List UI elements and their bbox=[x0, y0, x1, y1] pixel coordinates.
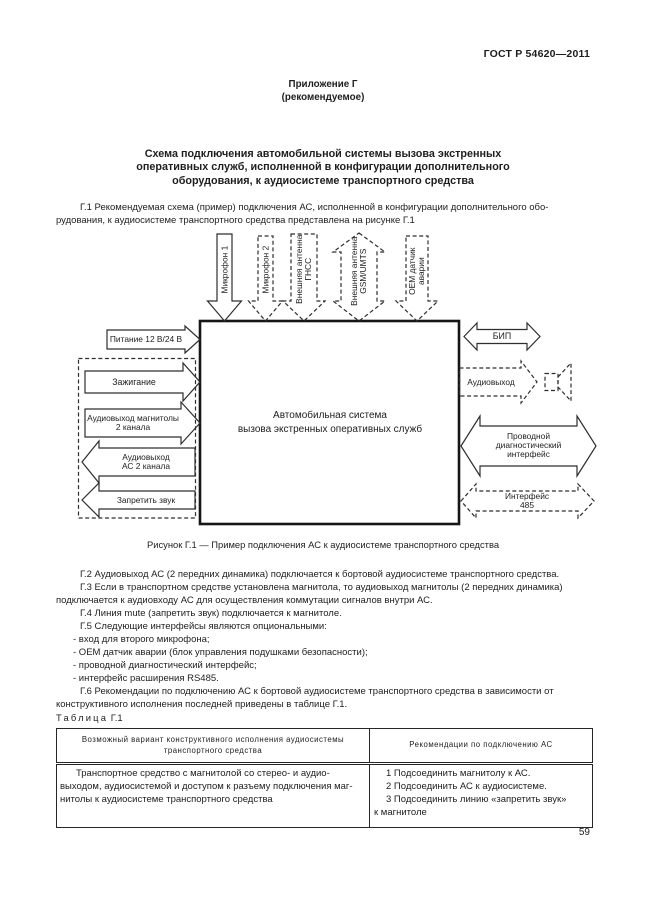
table-label: Таблица Г.1 bbox=[56, 712, 123, 723]
page-number: 59 bbox=[578, 827, 590, 838]
body-text: Г.2 Аудиовыход АС (2 передних динамика) … bbox=[56, 568, 596, 711]
list-item-oem: - ОЕМ датчик аварии (блок управления под… bbox=[73, 647, 368, 658]
mic1-label: Микрофон 1 bbox=[218, 245, 229, 294]
table-g1: Возможный вариант конструктивного исполн… bbox=[56, 728, 593, 828]
table-label-number: Г.1 bbox=[110, 712, 123, 723]
recommendation-3-continued: к магнитоле bbox=[374, 806, 427, 818]
arrow-mic1 bbox=[206, 233, 243, 322]
arrow-audio-out bbox=[458, 359, 538, 405]
list-item-diag: - проводной диагностический интерфейс; bbox=[73, 660, 257, 671]
arrow-ignition bbox=[84, 361, 201, 403]
paragraph-g1: Г.1 Рекомендуемая схема (пример) подключ… bbox=[56, 202, 549, 226]
paragraph-g2: Г.2 Аудиовыход АС (2 передних динамика) … bbox=[80, 569, 560, 580]
radio-audio-out-label: Аудиовыход магнитолы 2 канала bbox=[87, 413, 179, 433]
table-cell-recommendations: 1 Подсоединить магнитолу к АС. 2 Подсоед… bbox=[369, 763, 593, 828]
table-label-word: Таблица bbox=[56, 712, 109, 723]
ac-audio-out-label: Аудиовыход АС 2 канала bbox=[121, 452, 171, 472]
recommendation-1: 1 Подсоединить магнитолу к АС. bbox=[386, 768, 531, 779]
gnss-antenna-label: Внешняя антенна ГНСС bbox=[293, 234, 313, 304]
arrow-gnss-antenna bbox=[281, 233, 327, 322]
arrow-mic2 bbox=[247, 235, 284, 322]
table-header-recommendations: Рекомендации по подключению АС bbox=[369, 728, 593, 765]
paragraph-g6: Г.6 Рекомендации по подключению АС к бор… bbox=[56, 686, 554, 710]
paragraph-g3: Г.3 Если в транспортном средстве установ… bbox=[56, 582, 563, 606]
table-header-variant: Возможный вариант конструктивного исполн… bbox=[56, 728, 370, 765]
mic2-label: Микрофон 2 bbox=[259, 245, 270, 294]
list-item-rs485: - интерфейс расширения RS485. bbox=[73, 673, 219, 684]
recommendation-3: 3 Подсоединить линию «запретить звук» bbox=[386, 793, 567, 805]
mute-label: Запретить звук bbox=[116, 494, 176, 505]
arrow-rs485-interface bbox=[460, 482, 595, 520]
appendix-note: (рекомендуемое) bbox=[281, 92, 365, 103]
arrow-diagnostic-interface bbox=[460, 413, 597, 479]
main-system-label: Автомобильная система вызова экстренных … bbox=[237, 410, 423, 435]
arrow-radio-audio-out bbox=[84, 400, 201, 446]
figure-g1: Автомобильная система вызова экстренных … bbox=[0, 230, 646, 536]
ignition-label: Зажигание bbox=[112, 376, 156, 387]
rs485-interface-label: Интерфейс 485 bbox=[504, 491, 550, 511]
oem-sensor-label: ОЕМ датчик аварии bbox=[406, 247, 426, 295]
power-label: Питание 12 В/24 В bbox=[109, 334, 183, 344]
list-item-mic2: - вход для второго микрофона; bbox=[73, 634, 210, 645]
section-title: Схема подключения автомобильной системы … bbox=[136, 148, 510, 187]
recommendation-2: 2 Подсоединить АС к аудиосистеме. bbox=[386, 780, 547, 792]
diagnostic-interface-label: Проводной диагностический интерфейс bbox=[495, 431, 562, 460]
table-row: Транспортное средство с магнитолой со ст… bbox=[56, 763, 593, 828]
paragraph-g4: Г.4 Линия mute (запретить звук) подключа… bbox=[80, 608, 342, 619]
figure-shapes bbox=[77, 232, 597, 526]
table-header-row: Возможный вариант конструктивного исполн… bbox=[56, 728, 593, 765]
arrow-mute bbox=[81, 481, 196, 519]
gsm-antenna-label: Внешняя антенна GSM/UMTS bbox=[348, 236, 368, 306]
arrow-power bbox=[106, 324, 201, 355]
arrow-bip bbox=[463, 321, 541, 352]
paragraph-g5: Г.5 Следующие интерфейсы являются опцион… bbox=[80, 621, 327, 632]
variant-text: Транспортное средство с магнитолой со ст… bbox=[60, 768, 353, 805]
standard-number: ГОСТ Р 54620—2011 bbox=[483, 48, 590, 60]
table-cell-variant: Транспортное средство с магнитолой со ст… bbox=[56, 763, 370, 828]
appendix-heading: Приложение Г bbox=[288, 79, 358, 90]
figure-caption: Рисунок Г.1 — Пример подключения АС к ау… bbox=[146, 539, 500, 550]
bip-label: БИП bbox=[492, 331, 512, 341]
speaker-icon bbox=[544, 361, 572, 403]
audio-out-label: Аудиовыход bbox=[467, 376, 515, 387]
arrow-ac-audio-out bbox=[81, 439, 196, 485]
